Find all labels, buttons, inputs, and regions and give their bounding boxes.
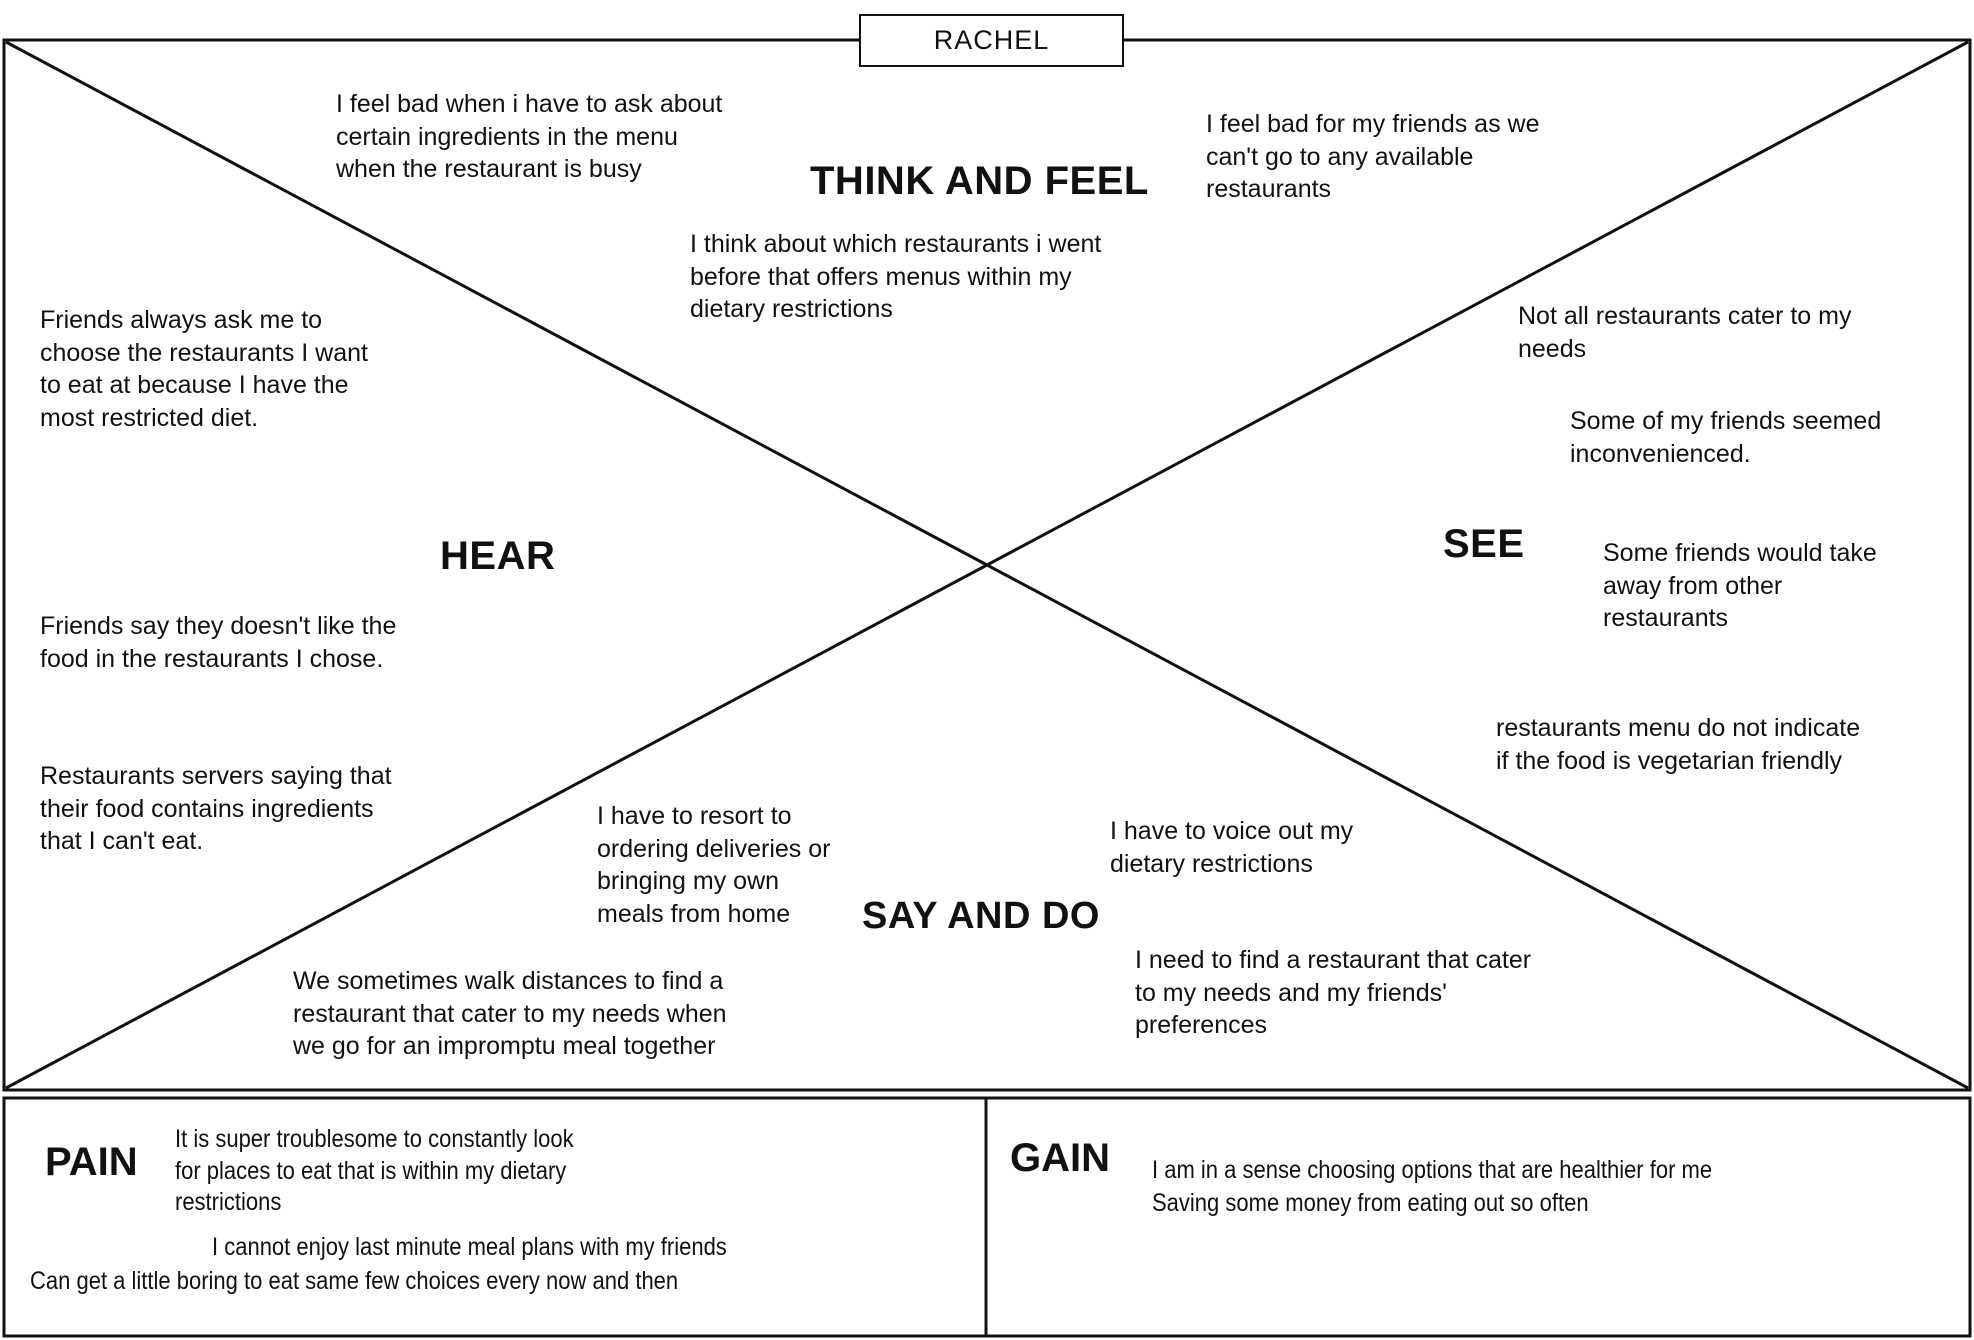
quadrant-label-hear: HEAR	[440, 534, 556, 578]
note-pain: It is super troublesome to constantly lo…	[175, 1125, 574, 1216]
quadrant-label-see: SEE	[1443, 522, 1525, 566]
quadrant-label-say-and-do: SAY AND DO	[862, 895, 1100, 937]
note-say-and-do: I have to resort to ordering deliveries …	[597, 802, 831, 928]
diagonal-top-right-to-bottom-left	[5, 40, 1969, 1090]
note-hear: Friends always ask me to choose the rest…	[40, 306, 368, 432]
quadrant-label-think-and-feel: THINK AND FEEL	[810, 159, 1149, 203]
persona-name: RACHEL	[933, 25, 1050, 55]
note-gain: Saving some money from eating out so oft…	[1152, 1189, 1589, 1217]
panel-label-gain: GAIN	[1010, 1136, 1110, 1180]
note-pain: Can get a little boring to eat same few …	[30, 1267, 679, 1295]
note-see: Some of my friends seemed inconvenienced…	[1570, 407, 1882, 468]
note-hear: Friends say they doesn't like the food i…	[40, 612, 397, 673]
note-hear: Restaurants servers saying that their fo…	[40, 762, 392, 855]
panel-label-pain: PAIN	[45, 1140, 138, 1184]
persona-title-box: RACHEL	[859, 14, 1124, 67]
note-think-and-feel: I feel bad when i have to ask about cert…	[336, 90, 723, 183]
gain-panel-box	[984, 1096, 1972, 1338]
note-gain: I am in a sense choosing options that ar…	[1152, 1156, 1713, 1184]
note-think-and-feel: I think about which restaurants i went b…	[690, 230, 1102, 323]
note-see: Some friends would take away from other …	[1603, 539, 1877, 632]
note-think-and-feel: I feel bad for my friends as we can't go…	[1206, 110, 1540, 203]
note-say-and-do: I need to find a restaurant that cater t…	[1135, 946, 1532, 1039]
note-say-and-do: We sometimes walk distances to find a re…	[293, 967, 727, 1060]
note-say-and-do: I have to voice out my dietary restricti…	[1110, 817, 1354, 878]
note-see: Not all restaurants cater to my needs	[1518, 302, 1852, 363]
note-see: restaurants menu do not indicate if the …	[1496, 714, 1861, 775]
note-pain: I cannot enjoy last minute meal plans wi…	[212, 1233, 727, 1261]
